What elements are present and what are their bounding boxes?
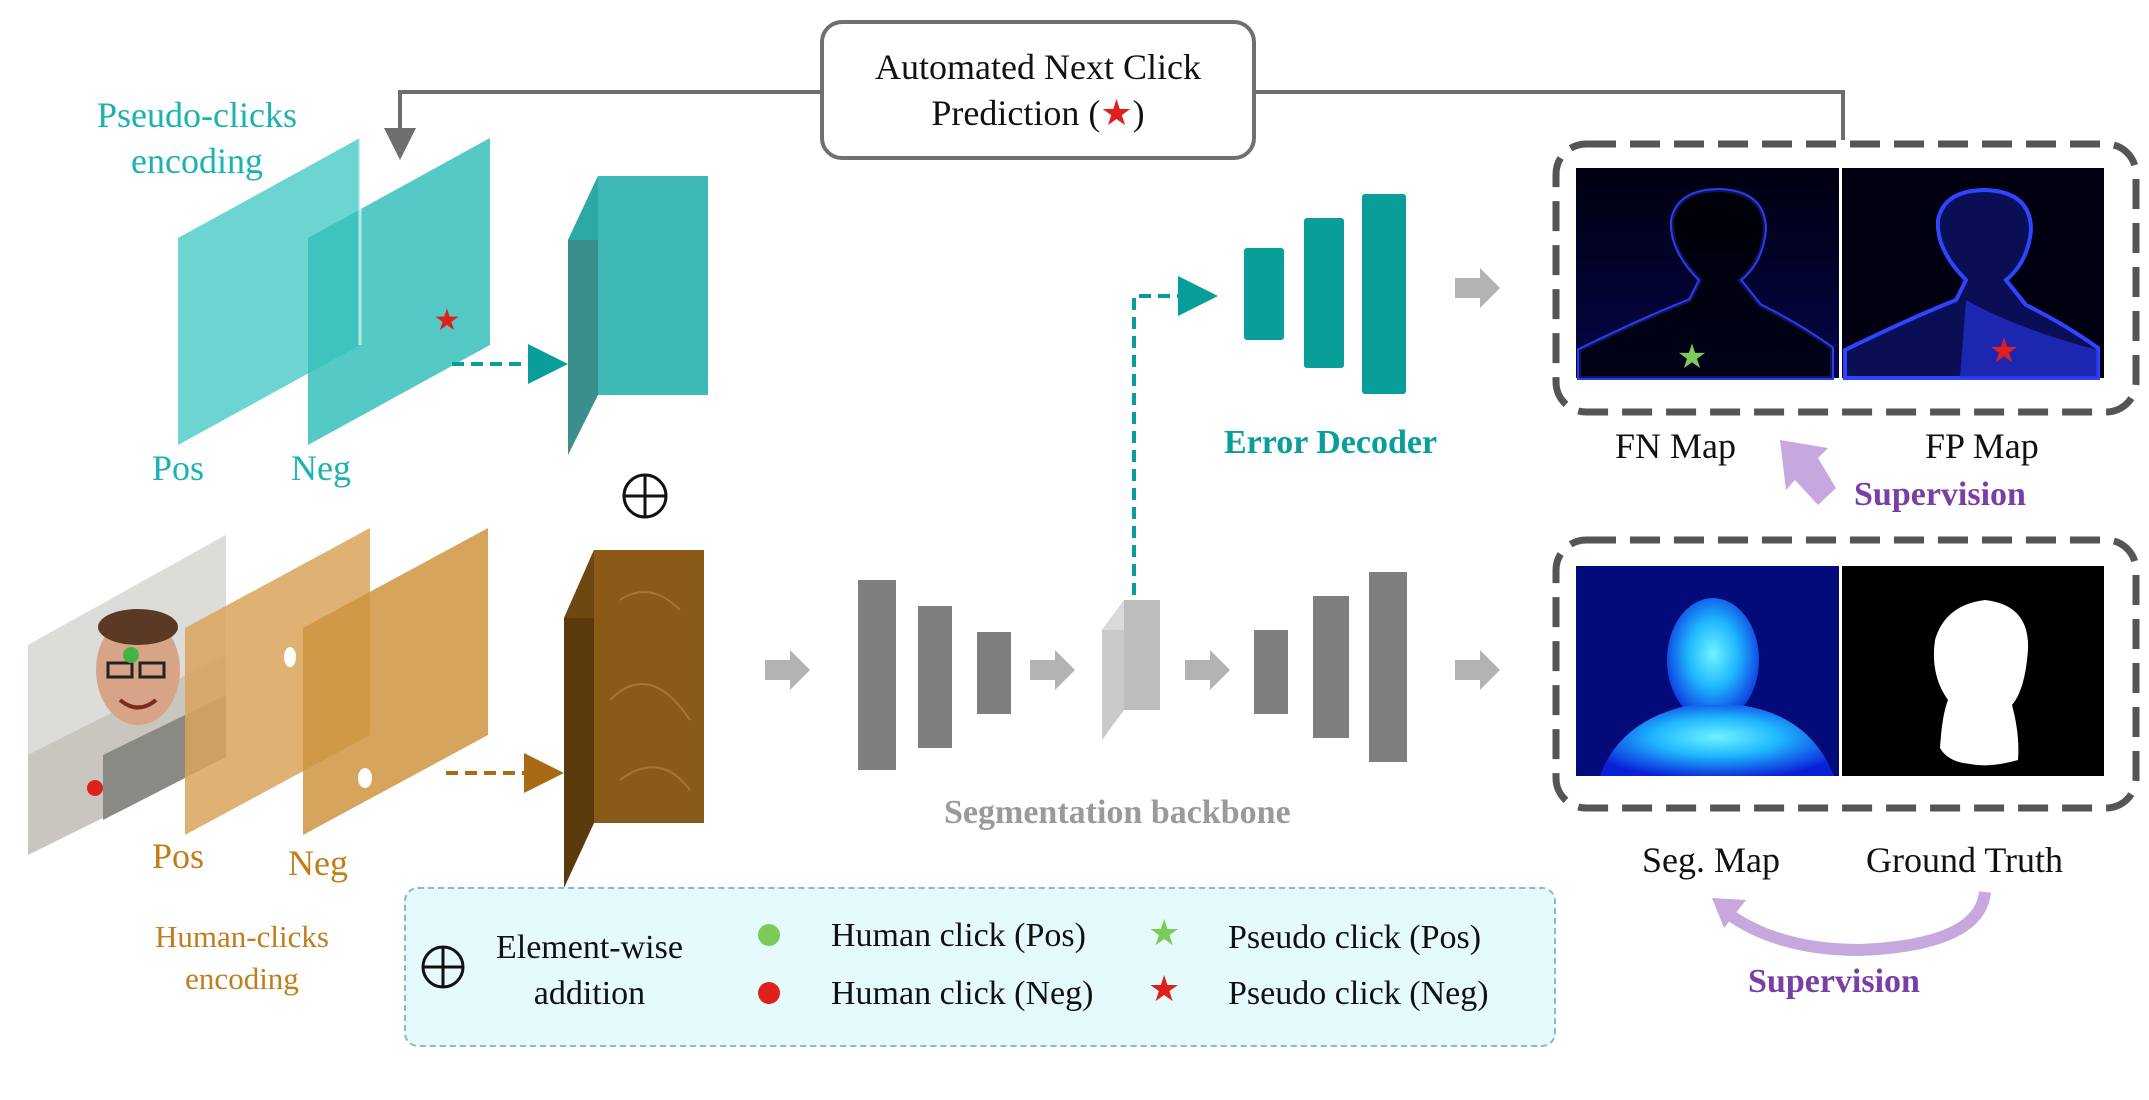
error-maps-frame: [1552, 140, 2140, 416]
flow-arrow-3: [1185, 650, 1230, 690]
next-click-prediction-line1: Automated Next Click: [875, 47, 1201, 87]
flow-arrow-1: [765, 650, 810, 690]
decoder-block-1: [1254, 630, 1288, 714]
red-star-icon: ★: [1100, 93, 1133, 133]
legend: Element-wise addition Human click (Pos) …: [404, 887, 1556, 1047]
seg-map-label: Seg. Map: [1642, 840, 1780, 880]
pseudo-neg-star-icon: ★: [434, 304, 461, 337]
fp-map-image: ★: [1842, 168, 2104, 380]
error-decoder-label: Error Decoder: [1224, 424, 1438, 461]
pseudo-clicks-title: Pseudo-clicks encoding: [97, 95, 297, 181]
encoder-block-1: [858, 580, 896, 770]
supervision-top-label: Supervision: [1854, 476, 2026, 513]
supervision-bottom-label: Supervision: [1748, 963, 1920, 1000]
ground-truth-map-image: [1842, 566, 2104, 776]
human-neg-label: Neg: [288, 843, 348, 883]
red-dot-icon: [758, 982, 780, 1004]
pseudo-neg-label: Neg: [291, 448, 351, 488]
encoder-block-3: [977, 632, 1011, 714]
ground-truth-label: Ground Truth: [1866, 840, 2064, 880]
human-clicks-title: Human-clicks encoding: [155, 919, 329, 996]
decoder-block-2: [1313, 596, 1349, 738]
legend-pseudo-pos: Pseudo click (Pos): [1228, 919, 1482, 956]
backbone-to-error-decoder-arrow: [1132, 276, 1218, 595]
error-decoder-block-3: [1362, 194, 1406, 394]
fp-map-label: FP Map: [1925, 426, 2039, 466]
legend-human-neg: Human click (Neg): [831, 975, 1094, 1012]
green-star-icon: ★: [1148, 913, 1181, 953]
supervision-top-arrow: [1780, 440, 1836, 505]
feedback-loop-arrow: [384, 90, 820, 160]
pseudo-feature-block-side: [568, 176, 598, 455]
decoder-block-3: [1369, 572, 1407, 762]
legend-addition-icon: [421, 945, 465, 989]
bottleneck-block-front: [1124, 600, 1160, 710]
supervision-bottom-arrow: [1726, 891, 1991, 957]
encoder-block-2: [918, 606, 952, 748]
flow-arrow-2: [1030, 650, 1075, 690]
addition-symbol-icon: [622, 473, 668, 519]
human-feature-block-front: [594, 550, 704, 823]
next-click-prediction-line2: Prediction (★): [931, 93, 1145, 133]
svg-text:★: ★: [1677, 339, 1707, 376]
bottleneck-block-side: [1102, 600, 1124, 740]
fn-map-image: ★: [1576, 168, 1839, 380]
next-click-prediction-box: Automated Next Click Prediction (★): [820, 20, 1256, 160]
fn-map-label: FN Map: [1615, 426, 1737, 466]
error-decoder-block-1: [1244, 248, 1284, 340]
green-dot-icon: [758, 924, 780, 946]
pseudo-feature-block-front: [598, 176, 708, 395]
human-neg-plane: [303, 528, 488, 835]
feedback-loop-line: [1256, 90, 1845, 140]
legend-addition-label: Element-wise addition: [496, 929, 683, 1012]
pseudo-neg-plane: [308, 138, 490, 445]
seg-map-image: [1576, 566, 1839, 776]
svg-text:★: ★: [1989, 333, 2019, 370]
flow-arrow-5: [1455, 268, 1500, 308]
legend-human-pos: Human click (Pos): [831, 917, 1086, 954]
seg-maps-frame: [1552, 536, 2140, 812]
error-decoder-block-2: [1304, 218, 1344, 368]
segmentation-backbone-label: Segmentation backbone: [944, 794, 1291, 831]
legend-pseudo-neg: Pseudo click (Neg): [1228, 975, 1489, 1012]
red-star-legend-icon: ★: [1148, 969, 1181, 1009]
pseudo-pos-label: Pos: [152, 448, 205, 488]
human-feature-block-side: [564, 550, 594, 888]
flow-arrow-4: [1455, 650, 1500, 690]
human-pos-label: Pos: [152, 836, 205, 876]
